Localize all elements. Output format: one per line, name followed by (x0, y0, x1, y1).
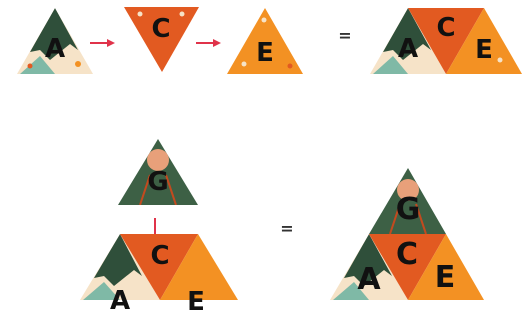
tile-label: A (110, 288, 130, 314)
equals-sign: = (338, 28, 351, 44)
tile-label: E (475, 37, 493, 63)
tile-label: A (45, 36, 65, 62)
result-triangle-gace (330, 168, 484, 300)
equals-sign: = (280, 221, 293, 237)
tile-label: E (256, 40, 274, 66)
tile-label: G (396, 195, 421, 225)
tile-label: E (187, 289, 205, 315)
red-arrow-right (196, 39, 221, 47)
tile-label: G (147, 169, 168, 195)
tile-label: C (396, 240, 418, 270)
red-arrow-right (90, 39, 115, 47)
tile-label: A (398, 36, 418, 62)
tile-label: C (151, 16, 170, 42)
tile-label: E (435, 263, 456, 293)
tile-label: C (436, 15, 455, 41)
tile-label: C (150, 243, 169, 269)
tile-label: A (357, 265, 380, 295)
